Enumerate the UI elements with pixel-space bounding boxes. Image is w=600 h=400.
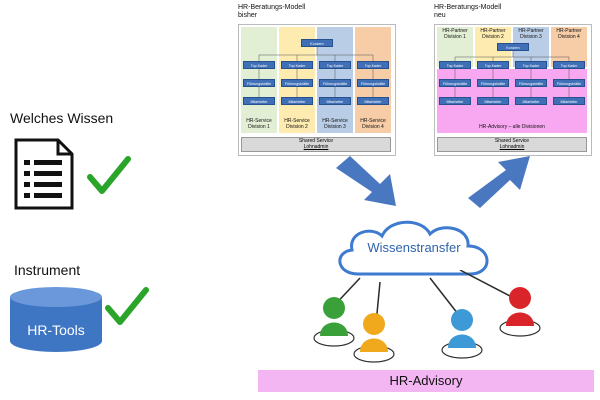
node-mitarbeiter: Mitarbeiter — [281, 97, 313, 105]
hr-tools-label: HR-Tools — [27, 322, 85, 338]
network-lines — [329, 270, 511, 325]
arrow-up-right-icon — [468, 156, 530, 208]
node-konzern: Konzern — [497, 43, 529, 51]
node-top-kader: Top Kader — [243, 61, 275, 69]
node-mitarbeiter: Mitarbeiter — [357, 97, 389, 105]
node-top-kader: Top Kader — [281, 61, 313, 69]
connector-lines — [258, 47, 374, 97]
model-new-title: HR-Beratungs-Modell neu — [434, 4, 502, 19]
node-top-kader: Top Kader — [477, 61, 509, 69]
node-top-kader: Top Kader — [439, 61, 471, 69]
node-fuehrungskraefte: Führungskräfte — [243, 79, 275, 87]
node-fuehrungskraefte: Führungskräfte — [319, 79, 351, 87]
node-mitarbeiter: Mitarbeiter — [243, 97, 275, 105]
node-fuehrungskraefte: Führungskräfte — [281, 79, 313, 87]
node-konzern: Konzern — [301, 39, 333, 47]
model-old-title: HR-Beratungs-Modell bisher — [238, 4, 306, 19]
node-mitarbeiter: Mitarbeiter — [477, 97, 509, 105]
node-fuehrungskraefte: Führungskräfte — [439, 79, 471, 87]
node-fuehrungskraefte: Führungskräfte — [357, 79, 389, 87]
person-green-icon — [313, 297, 355, 347]
person-blue-icon — [441, 309, 483, 359]
hr-advisory-bar: HR-Advisory — [258, 370, 594, 392]
cloud-icon — [338, 220, 489, 276]
hr-advisory-label: HR-Advisory — [389, 373, 463, 388]
green-checkmark-icon — [87, 156, 131, 194]
wissen-label: Welches Wissen — [10, 110, 114, 126]
database-cylinder-icon — [10, 287, 102, 352]
node-fuehrungskraefte: Führungskräfte — [553, 79, 585, 87]
node-fuehrungskraefte: Führungskräfte — [515, 79, 547, 87]
node-fuehrungskraefte: Führungskräfte — [477, 79, 509, 87]
person-orange-icon — [353, 313, 395, 363]
green-checkmark-icon — [105, 287, 149, 325]
cloud-label: Wissenstransfer — [367, 240, 461, 255]
advisory-band-label: HR-Advisory – alle Divisionen — [479, 124, 545, 130]
instrument-label: Instrument — [14, 262, 81, 278]
model-old-diagram: Konzern Top Kader Top Kader Top Kader To… — [238, 24, 396, 156]
connector-lines — [454, 51, 570, 97]
arrow-down-right-icon — [336, 156, 396, 206]
person-red-icon — [499, 287, 541, 337]
node-top-kader: Top Kader — [357, 61, 389, 69]
node-top-kader: Top Kader — [515, 61, 547, 69]
node-top-kader: Top Kader — [553, 61, 585, 69]
node-mitarbeiter: Mitarbeiter — [319, 97, 351, 105]
node-mitarbeiter: Mitarbeiter — [515, 97, 547, 105]
node-mitarbeiter: Mitarbeiter — [439, 97, 471, 105]
node-mitarbeiter: Mitarbeiter — [553, 97, 585, 105]
node-top-kader: Top Kader — [319, 61, 351, 69]
document-list-icon — [14, 138, 74, 210]
